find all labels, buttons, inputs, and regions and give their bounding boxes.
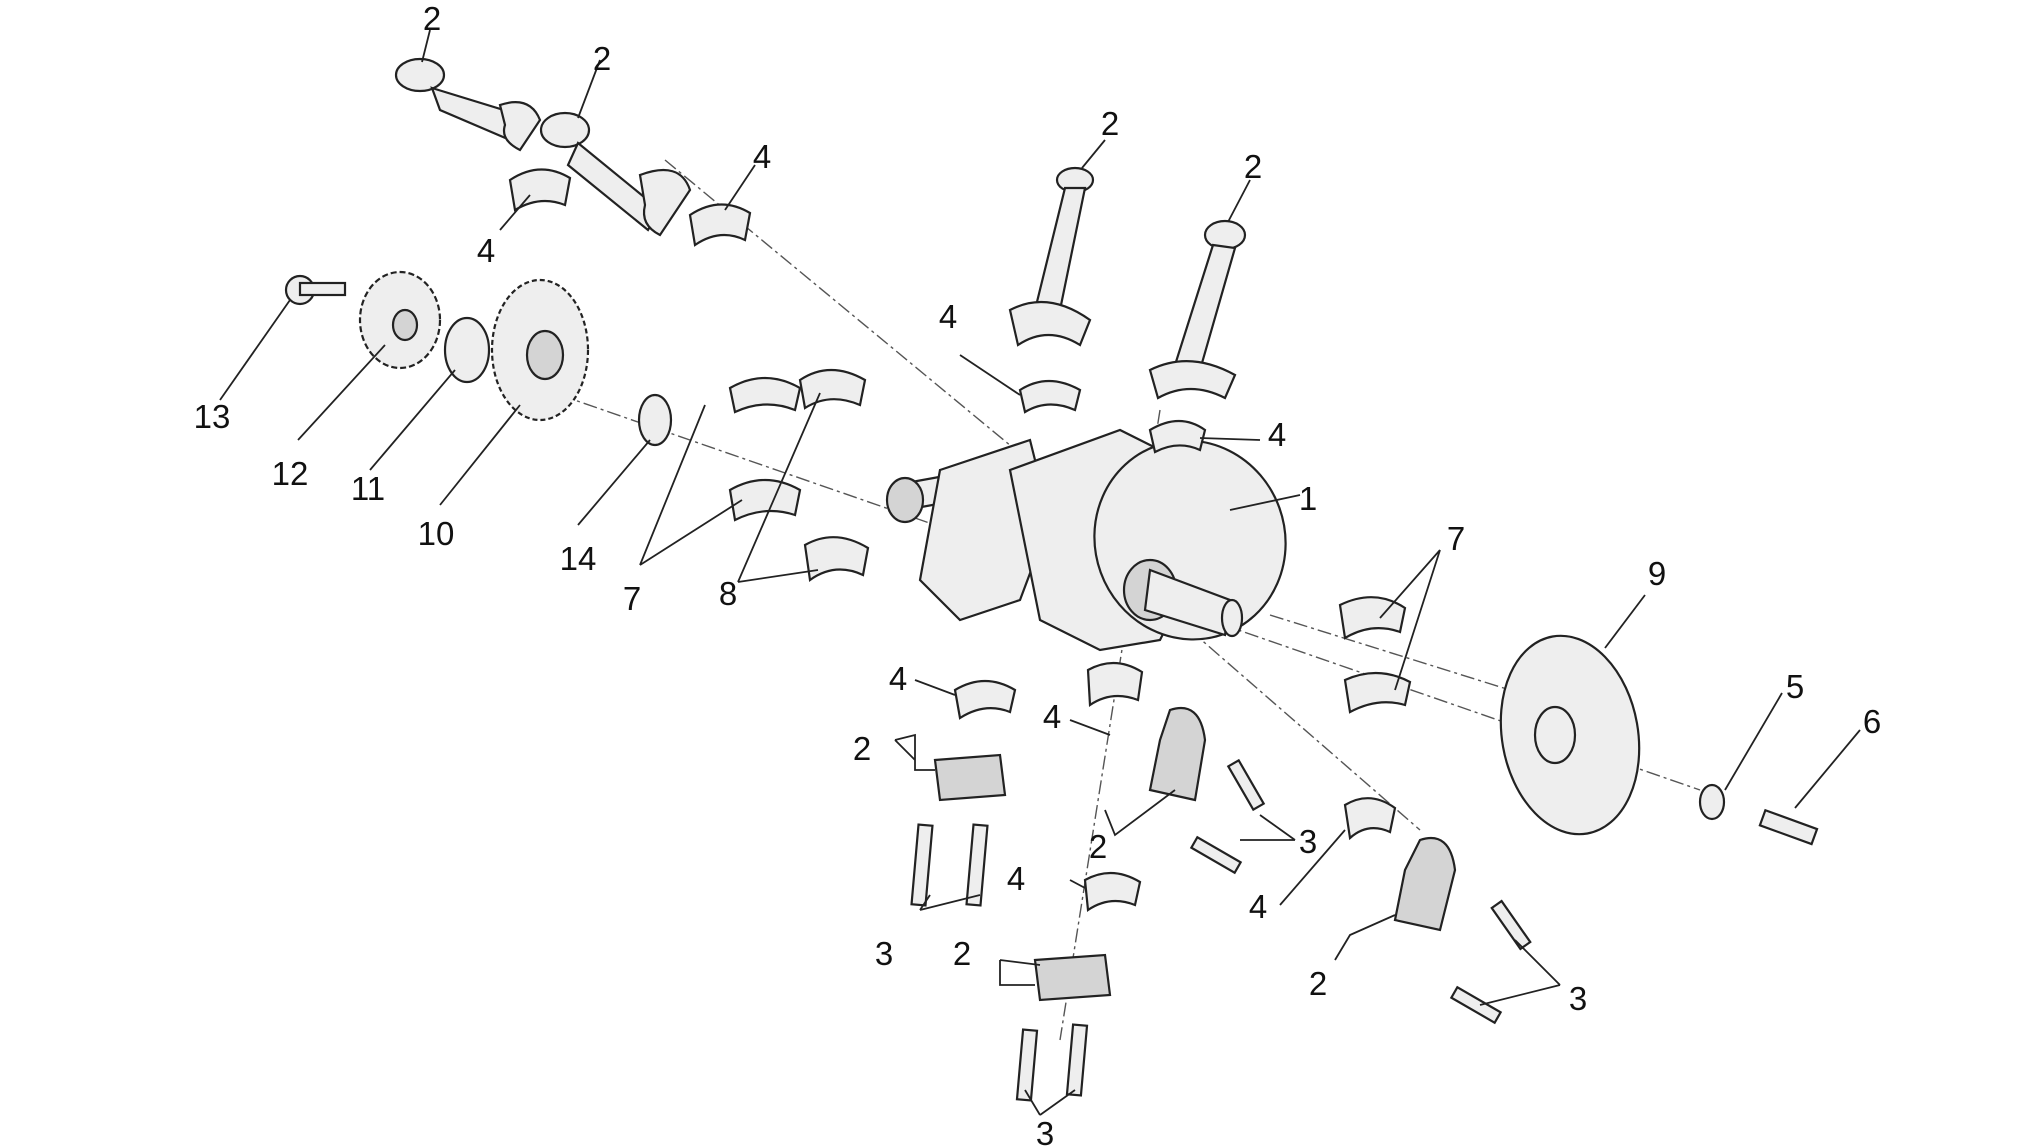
- callout-4: 4: [1268, 416, 1286, 453]
- callout-8: 8: [719, 575, 737, 612]
- callout-2: 2: [593, 40, 611, 77]
- callout-5: 5: [1786, 668, 1804, 705]
- callout-3: 3: [875, 935, 893, 972]
- callout-2: 2: [423, 0, 441, 37]
- callout-4: 4: [753, 138, 771, 175]
- bearing-shells: [508, 168, 1412, 912]
- callout-4: 4: [1007, 860, 1025, 897]
- callout-4: 4: [939, 298, 957, 335]
- callout-2: 2: [1089, 828, 1107, 865]
- pulley: [1499, 634, 1726, 836]
- leader-lines: [219, 29, 1861, 1116]
- callout-14: 14: [560, 540, 597, 577]
- callout-9: 9: [1648, 555, 1666, 592]
- connecting-rod-upper-right-1: [1008, 166, 1095, 347]
- bearing-caps: [933, 707, 1457, 1002]
- callout-2: 2: [1244, 148, 1262, 185]
- callout-4: 4: [477, 232, 495, 269]
- bolts: [910, 758, 1819, 1102]
- callout-4: 4: [889, 660, 907, 697]
- callout-3: 3: [1036, 1115, 1054, 1148]
- crankshaft: [885, 428, 1287, 652]
- connecting-rod-upper-right-2: [1148, 219, 1247, 400]
- callout-2: 2: [1309, 965, 1327, 1002]
- connecting-rod-upper-left-1: [394, 57, 542, 152]
- callout-4: 4: [1043, 698, 1061, 735]
- callout-3: 3: [1569, 980, 1587, 1017]
- callout-labels: 2 2 4 4 2 2 4 4 1 13 12 11 10 14 7 8 7 9…: [194, 0, 1882, 1148]
- callout-3: 3: [1299, 823, 1317, 860]
- callout-7: 7: [1447, 520, 1465, 557]
- callout-6: 6: [1863, 703, 1881, 740]
- callout-13: 13: [194, 398, 231, 435]
- callout-2: 2: [1101, 105, 1119, 142]
- callout-7: 7: [623, 580, 641, 617]
- connecting-rod-upper-left-2: [539, 111, 692, 237]
- callout-2: 2: [853, 730, 871, 767]
- callout-2: 2: [953, 935, 971, 972]
- callout-1: 1: [1299, 480, 1317, 517]
- callout-11: 11: [351, 470, 385, 507]
- gear-train: [284, 270, 673, 447]
- callout-10: 10: [418, 515, 455, 552]
- callout-12: 12: [272, 455, 309, 492]
- callout-4: 4: [1249, 888, 1267, 925]
